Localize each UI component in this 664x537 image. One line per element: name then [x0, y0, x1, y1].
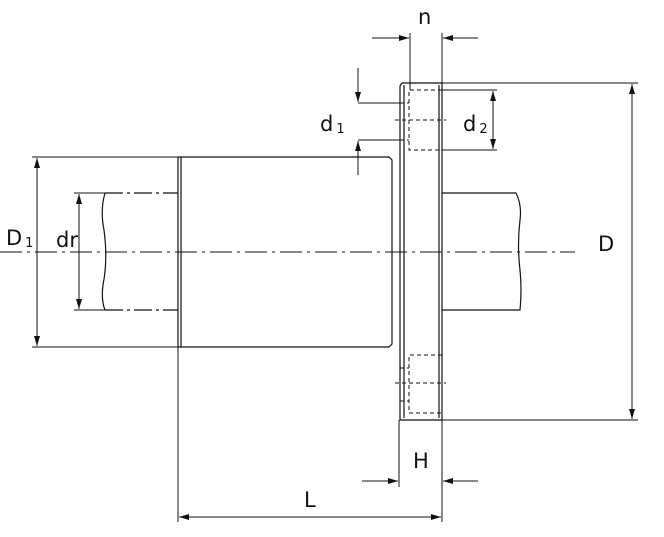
label-d2-main: d: [463, 112, 477, 136]
label-D: D: [598, 232, 615, 256]
label-d2-sub: 2: [479, 122, 488, 137]
bushing-body: [177, 156, 393, 348]
label-H: H: [413, 449, 429, 473]
label-L: L: [304, 488, 316, 512]
label-D1-main: D: [6, 226, 23, 250]
dimension-n: [372, 33, 478, 90]
dimension-d1: [355, 68, 400, 175]
shaft-right: [442, 192, 522, 311]
dimension-D: [442, 82, 638, 421]
hidden-hole-top: [395, 89, 446, 151]
dimension-d2: [442, 89, 497, 151]
label-d1-main: d: [320, 112, 334, 136]
hidden-hole-bottom: [395, 354, 446, 414]
dimension-H: [362, 420, 478, 487]
dimension-D1: [32, 156, 178, 348]
label-n: n: [418, 5, 432, 29]
label-d1-sub: 1: [336, 122, 345, 137]
label-D1-sub: 1: [25, 236, 34, 251]
dimension-L: [177, 347, 443, 522]
label-dr: dr: [56, 228, 78, 252]
shaft-left-phantom: [101, 192, 178, 311]
dimension-dr: [74, 192, 105, 311]
